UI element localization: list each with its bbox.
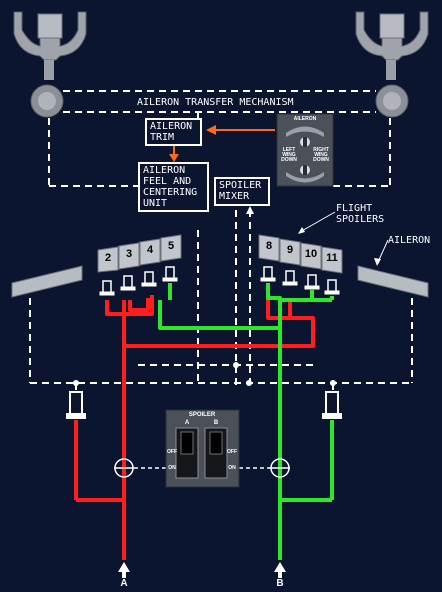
spoiler-panel-off-left: OFF	[167, 449, 177, 455]
right-control-wheel	[355, 11, 429, 80]
system-a-label: A	[120, 578, 128, 589]
system-b-lines	[158, 283, 334, 560]
spoiler-panel-on-left: ON	[168, 465, 176, 471]
flight-spoilers-label: FLIGHT SPOILERS	[336, 203, 385, 225]
left-drum	[30, 84, 64, 118]
right-spoiler-actuators	[260, 266, 340, 295]
spoiler-number: 2	[104, 252, 112, 264]
spoiler-panel-a: A	[184, 420, 190, 426]
aileron-trim-box: AILERON TRIM	[145, 118, 202, 146]
trim-panel-title: AILERON	[293, 116, 317, 122]
right-spoiler-panels	[258, 234, 343, 274]
spoiler-number: 10	[304, 248, 318, 260]
spoiler-panel-b: B	[213, 420, 219, 426]
right-drum	[375, 84, 409, 118]
spoiler-number: 3	[125, 248, 133, 260]
spoiler-mixer-box: SPOILER MIXER	[214, 177, 270, 206]
spoiler-number: 9	[286, 244, 294, 256]
left-spoiler-panels	[97, 234, 182, 273]
feel-centering-unit-box: AILERON FEEL AND CENTERING UNIT	[138, 162, 209, 212]
spoiler-number: 5	[167, 240, 175, 252]
left-spoiler-actuators	[99, 266, 178, 296]
trim-panel-left: LEFT WING DOWN	[281, 147, 297, 163]
system-a-lines	[74, 295, 315, 560]
spoiler-number: 8	[265, 240, 273, 252]
shutoff-valves	[114, 458, 290, 478]
aileron-label: AILERON	[388, 235, 431, 246]
left-aileron	[11, 265, 83, 298]
trim-arrow	[169, 125, 275, 162]
system-b-label: B	[276, 578, 284, 589]
spoiler-panel-on-right: ON	[228, 465, 236, 471]
spoiler-switch-panel	[165, 409, 240, 488]
right-aileron	[357, 265, 429, 298]
aileron-trim-panel	[276, 113, 334, 187]
spoiler-number: 4	[146, 244, 154, 256]
spoiler-panel-off-right: OFF	[227, 449, 237, 455]
spoiler-number: 11	[326, 252, 338, 264]
aileron-actuators	[66, 391, 342, 419]
spoiler-panel-title: SPOILER	[188, 412, 216, 418]
trim-panel-right: RIGHT WING DOWN	[313, 147, 329, 163]
cable-routes	[29, 90, 413, 392]
transfer-mechanism-label: AILERON TRANSFER MECHANISM	[135, 97, 296, 108]
left-control-wheel	[13, 11, 87, 80]
